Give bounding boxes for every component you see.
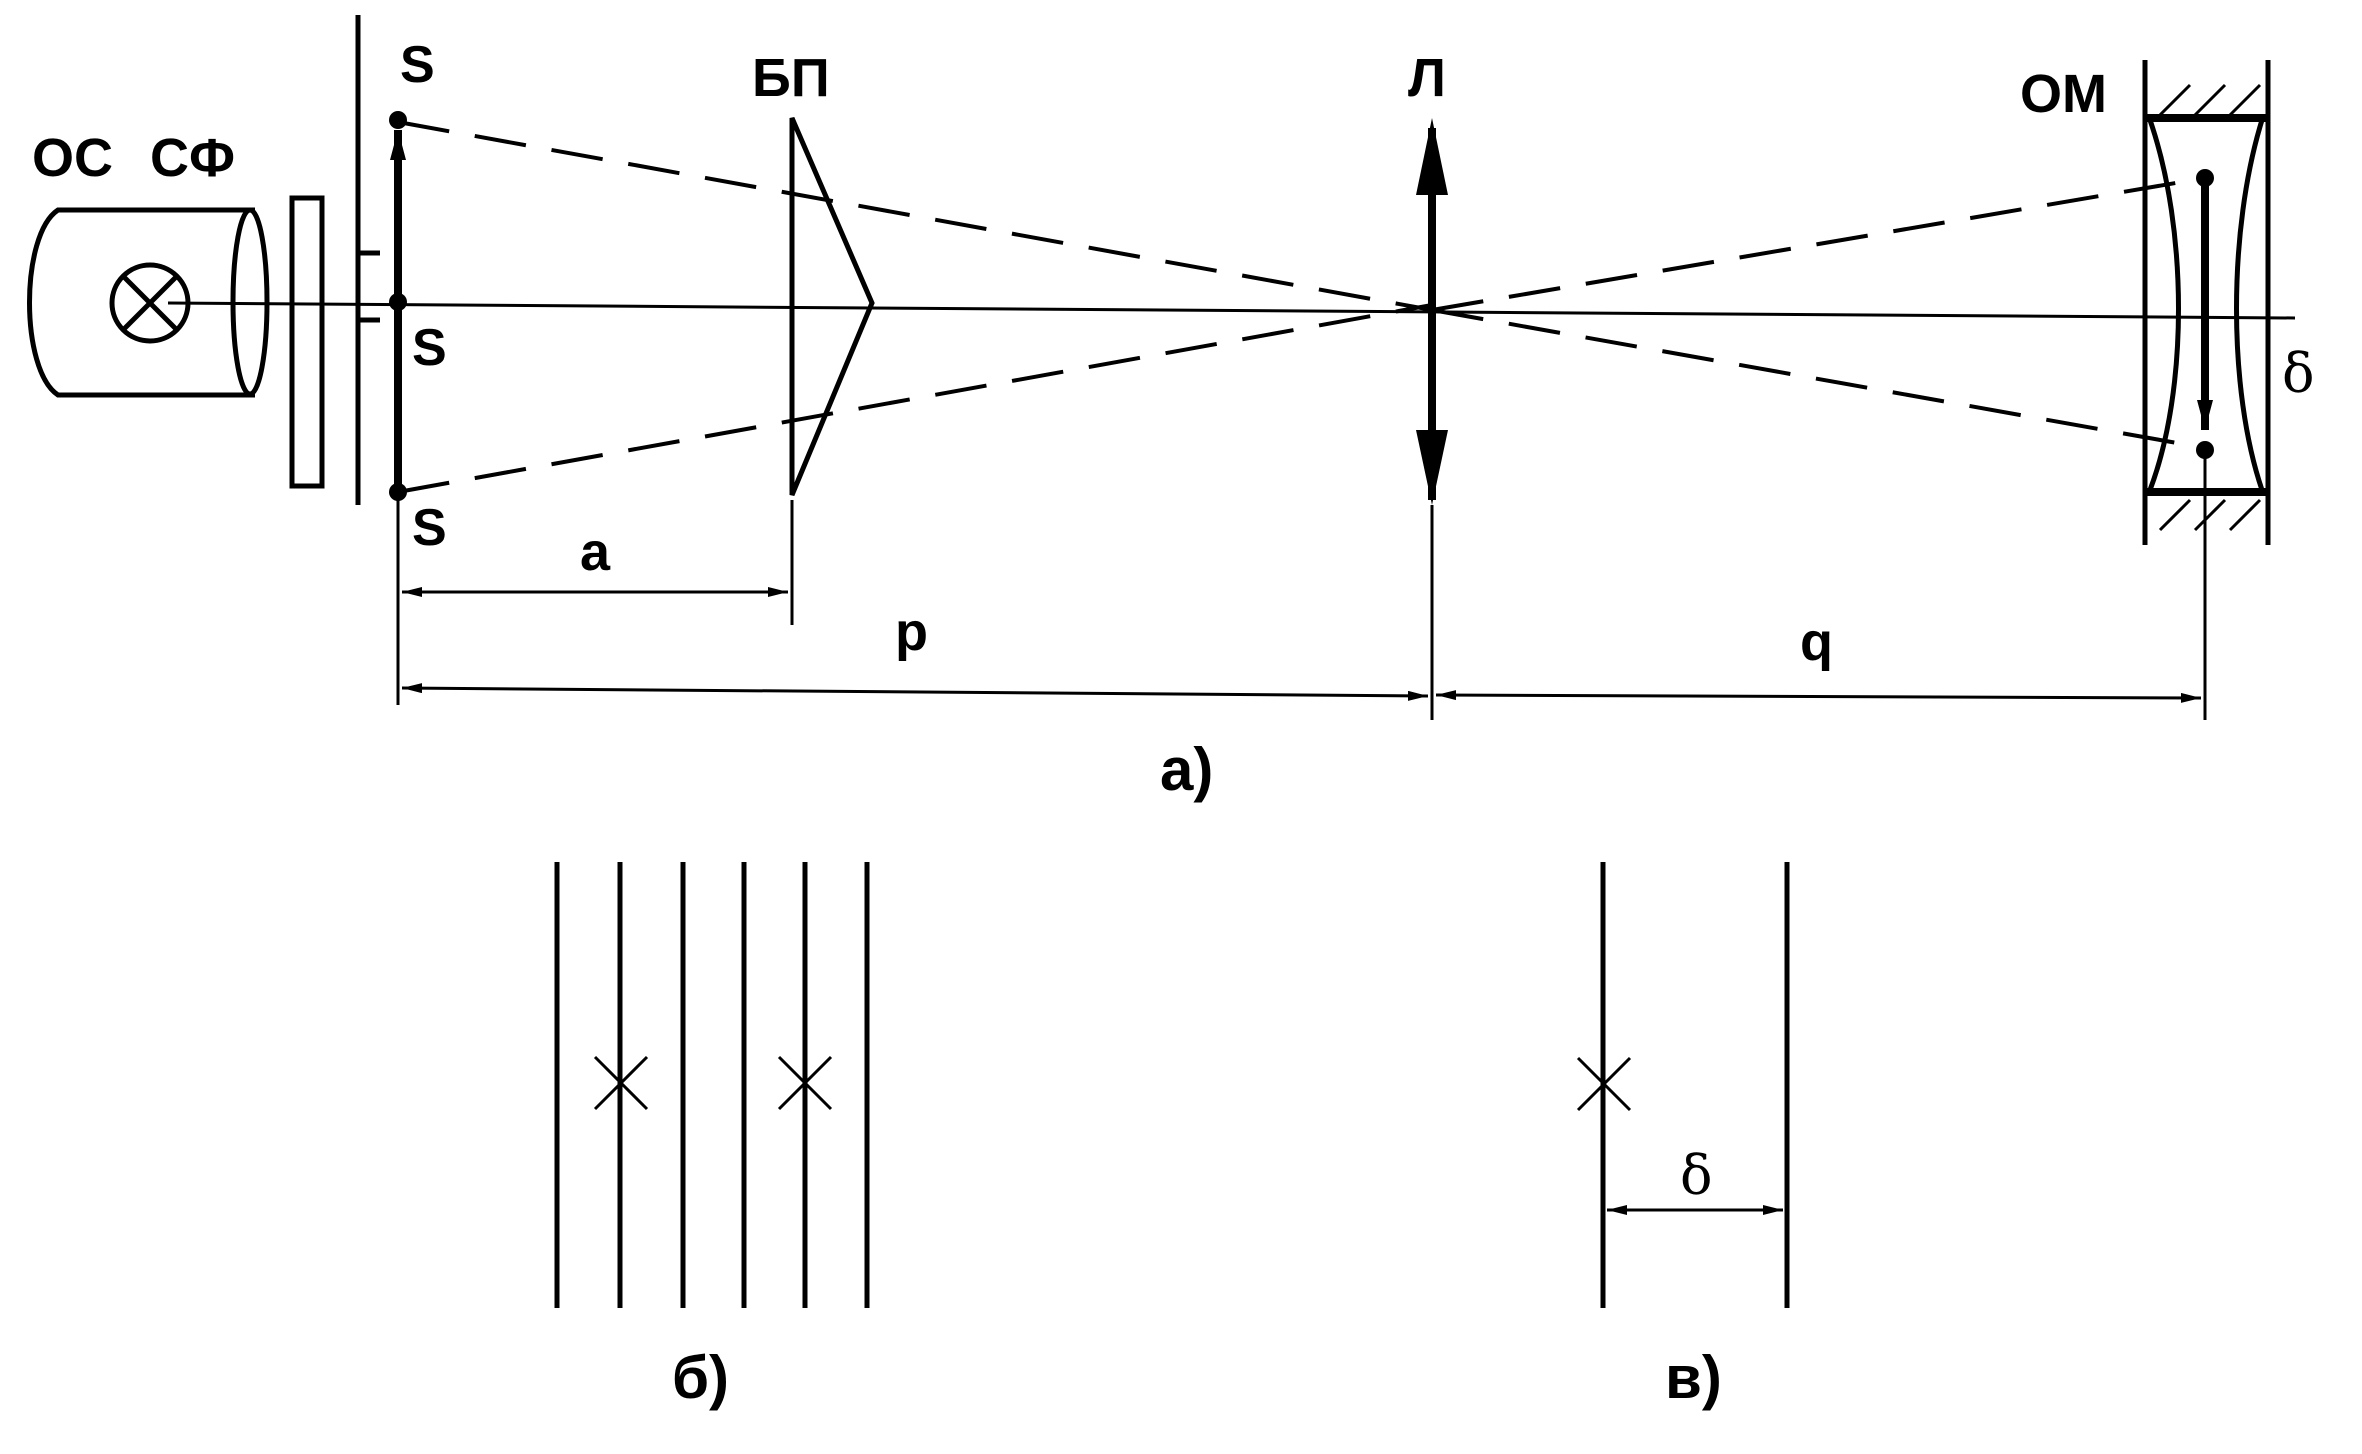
label-light-source: ОС bbox=[32, 128, 113, 188]
label-biprism: БП bbox=[752, 48, 830, 108]
dimension-a bbox=[396, 500, 794, 705]
label-distance-p: p bbox=[895, 602, 928, 662]
eyepiece-micrometer bbox=[2142, 60, 2271, 720]
caption-a: а) bbox=[1160, 736, 1213, 803]
label-distance-a: a bbox=[580, 522, 611, 582]
label-point-top: S bbox=[400, 36, 435, 94]
label-point-middle: S bbox=[412, 319, 447, 377]
fringe-spacing-figure: δ в) bbox=[1576, 862, 1790, 1411]
label-distance-q: q bbox=[1800, 612, 1833, 672]
label-point-bottom: S bbox=[412, 499, 447, 557]
label-light-filter: СФ bbox=[150, 128, 235, 188]
fringe-pattern-figure: б) bbox=[554, 862, 870, 1411]
setup-figure: ОС СФ S S S БП Л ОМ δ a p q а) bbox=[27, 15, 2315, 803]
lens bbox=[1416, 118, 1448, 720]
label-delta-bottom: δ bbox=[1680, 1144, 1713, 1207]
label-eyepiece-micrometer: ОМ bbox=[2020, 64, 2107, 124]
biprism bbox=[789, 117, 875, 496]
optical-axis bbox=[167, 301, 2296, 320]
label-delta-top: δ bbox=[2282, 342, 2315, 405]
slit-screen bbox=[355, 15, 380, 505]
filter-plate bbox=[289, 195, 325, 489]
label-lens: Л bbox=[1408, 48, 1446, 108]
fringe-lines bbox=[554, 862, 870, 1308]
caption-c: в) bbox=[1665, 1344, 1722, 1411]
crosshair-marks bbox=[593, 1055, 833, 1111]
dimension-p bbox=[401, 683, 1429, 701]
object-arrow bbox=[389, 111, 407, 501]
caption-b: б) bbox=[672, 1344, 729, 1411]
dimension-q bbox=[1435, 690, 2202, 703]
lamp-icon bbox=[109, 262, 191, 344]
rays bbox=[397, 120, 2206, 494]
crosshair-mark bbox=[1576, 1056, 1632, 1112]
